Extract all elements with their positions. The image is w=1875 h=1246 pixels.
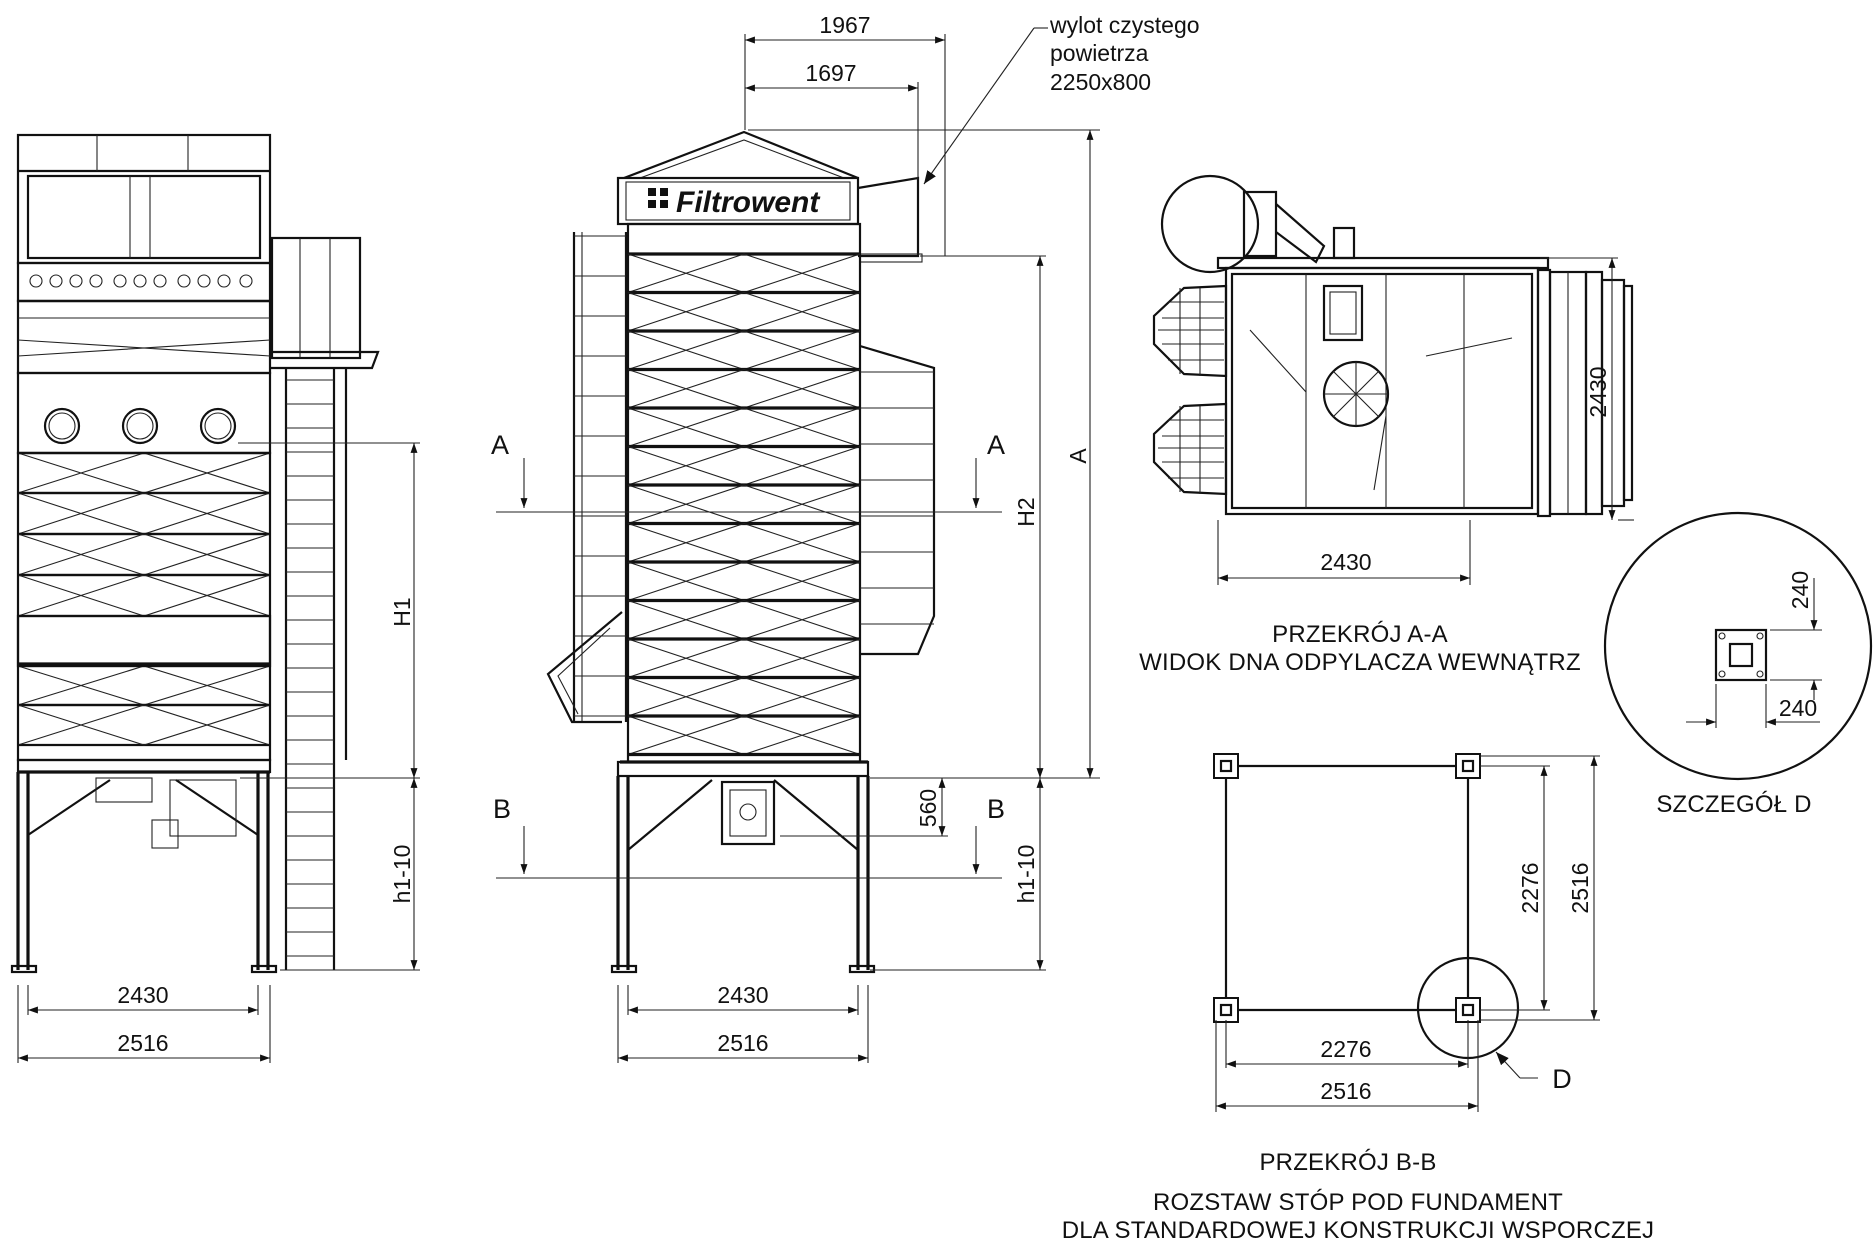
filtrowent-logo-icon (648, 188, 668, 208)
side-width-inner: 2430 (717, 982, 768, 1008)
section-aa-depth: 2430 (1585, 366, 1611, 417)
section-aa-width: 2430 (1320, 549, 1371, 575)
bb-inner-y: 2276 (1517, 862, 1543, 913)
section-bb-title: PRZEKRÓJ B-B (1259, 1149, 1436, 1176)
front-width-outer: 2516 (117, 1030, 168, 1056)
rotary-feeder-top (1322, 360, 1390, 428)
section-bb-subtitle-1: ROZSTAW STÓP POD FUNDAMENT (1153, 1189, 1563, 1216)
total-height-label: A (1065, 448, 1091, 464)
side-height-label: H2 (1013, 497, 1039, 526)
inlet-ribs (860, 371, 934, 625)
section-b-b-view: D 2276 2516 2276 2516 PRZEKRÓJ B-B ROZST… (1062, 753, 1655, 1244)
section-a-a-view: 2430 2430 PRZEKRÓJ A-A WIDOK DNA ODPYLAC… (1139, 174, 1634, 676)
brand-logo: Filtrowent (676, 186, 821, 219)
side-panels (627, 252, 861, 757)
foot-plates (1213, 753, 1481, 1023)
detail-d-title: SZCZEGÓŁ D (1656, 791, 1811, 818)
section-a-left: A (491, 430, 509, 460)
front-view: 2430 2516 H1 h1-10 (10, 133, 420, 1063)
section-b-right: B (987, 794, 1005, 824)
outlet-offset-outer: 1967 (819, 12, 870, 38)
side-width-outer: 2516 (717, 1030, 768, 1056)
front-leg-height-label: h1-10 (389, 845, 415, 904)
outlet-note-line2: powietrza (1050, 40, 1149, 66)
outlet-note-line1: wylot czystego (1049, 12, 1200, 38)
section-bb-subtitle-2: DLA STANDARDOWEJ KONSTRUKCJI WSPORCZEJ (1062, 1217, 1655, 1244)
bb-outer-y: 2516 (1567, 862, 1593, 913)
inspection-doors (43, 407, 237, 445)
left-hoppers (1152, 284, 1228, 496)
side-ladder (572, 232, 628, 722)
section-aa-title: PRZEKRÓJ A-A (1272, 621, 1448, 648)
section-b-left: B (493, 794, 511, 824)
detail-d-view: 240 240 SZCZEGÓŁ D (1603, 511, 1873, 818)
outlet-note-line3: 2250x800 (1050, 69, 1151, 95)
bb-outer-x: 2516 (1320, 1078, 1371, 1104)
front-width-inner: 2430 (117, 982, 168, 1008)
outlet-offset-inner: 1697 (805, 60, 856, 86)
side-view: Filtrowent (491, 12, 1100, 1063)
front-height-label: H1 (389, 597, 415, 626)
bb-inner-x: 2276 (1320, 1036, 1371, 1062)
detail-d-dim-vertical: 240 (1787, 571, 1813, 609)
front-panels (16, 451, 272, 762)
detail-d-dim-horizontal: 240 (1779, 695, 1817, 721)
section-aa-subtitle: WIDOK DNA ODPYLACZA WEWNĄTRZ (1139, 649, 1581, 676)
side-leg-height-label: h1-10 (1013, 845, 1039, 904)
front-ladder (270, 236, 380, 970)
pulse-valves (29, 274, 253, 288)
section-a-right: A (987, 430, 1005, 460)
detail-d-marker: D (1552, 1064, 1572, 1094)
hopper-dim: 560 (915, 789, 941, 827)
